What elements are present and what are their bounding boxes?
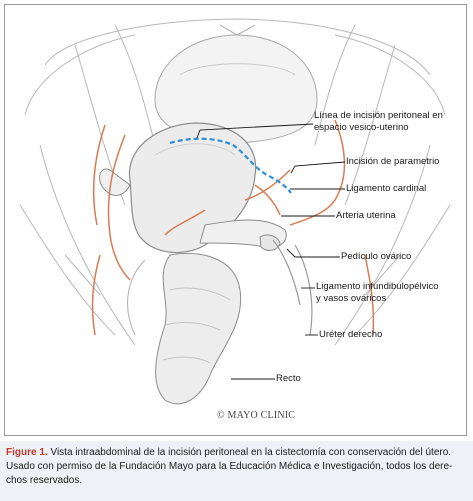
figure-label: Figure 1. (6, 447, 48, 458)
label-infundibulopelvic-2: y vasos ováricos (316, 293, 387, 304)
caption-box: Figure 1. Vista intraabdominal de la inc… (0, 441, 473, 501)
vessels (91, 119, 375, 336)
leader-lines (196, 123, 346, 380)
label-cardinal-ligament: Ligamento cardinal (346, 183, 427, 194)
caption-line-1: Vista intraabdominal de la incisión peri… (47, 447, 452, 458)
pelvic-wall (19, 18, 451, 346)
label-ovarian-pedicle: Pedículo ovárico (341, 251, 412, 262)
label-peritoneal-incision-line-2: espacio vesico-uterino (314, 122, 409, 133)
label-infundibulopelvic-1: Ligamento infundibulopélvico (316, 281, 439, 292)
rectum (127, 252, 242, 405)
label-parametrium-incision: Incisión de parametrio (346, 156, 440, 167)
label-rectum: Recto (276, 373, 301, 384)
caption-line-2: Usado con permiso de la Fundación Mayo p… (6, 461, 453, 472)
figure-frame: Línea de incisión peritoneal en espacio … (4, 4, 467, 436)
label-uterine-artery: Arteria uterina (336, 210, 396, 221)
adnexa (99, 168, 287, 251)
anatomy-illustration (19, 18, 451, 405)
label-right-ureter: Uréter derecho (319, 329, 383, 340)
label-peritoneal-incision-line-1: Línea de incisión peritoneal en (314, 110, 443, 121)
caption-line-3: chos reservados. (6, 475, 83, 486)
peritoneal-incision-line (169, 137, 292, 194)
mayo-clinic-credit: © MAYO CLINIC (217, 410, 296, 421)
figure-caption: Figure 1. Vista intraabdominal de la inc… (6, 446, 467, 488)
uterus (128, 122, 257, 254)
